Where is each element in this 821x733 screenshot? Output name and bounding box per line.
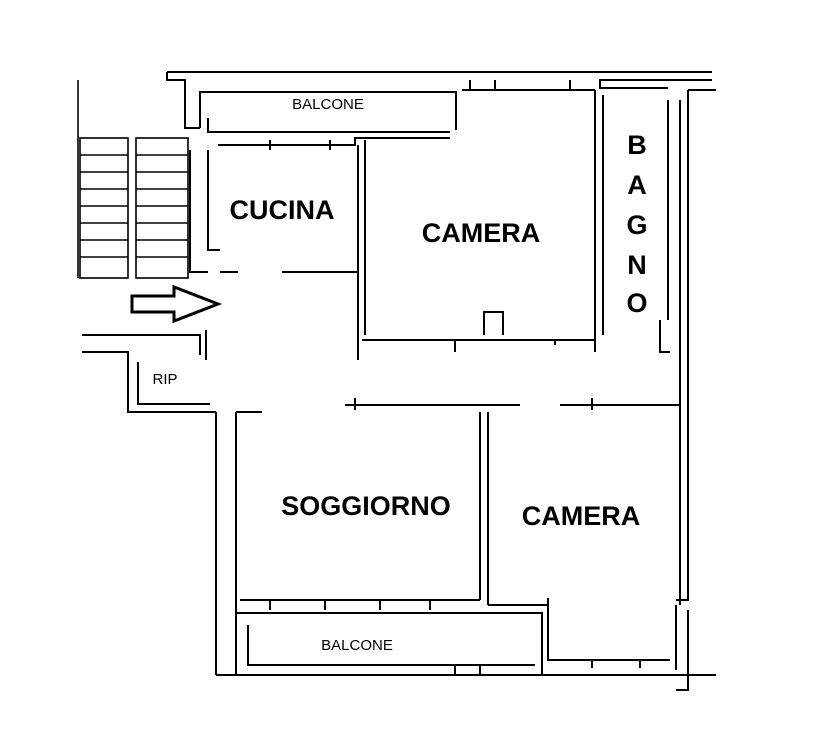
bagno-letter-g: G [626, 210, 647, 240]
bagno-letter-n: N [627, 250, 647, 280]
cucina-label: CUCINA [230, 195, 335, 225]
camera-top-label: CAMERA [422, 218, 541, 248]
bagno-letter-b: B [627, 130, 647, 160]
entrance-arrow-icon [130, 284, 223, 324]
staircase [77, 80, 189, 279]
bagno-letter-a: A [627, 170, 647, 200]
interior-walls [218, 90, 680, 610]
camera-bottom-label: CAMERA [522, 501, 641, 531]
rip-label: RIP [152, 371, 177, 388]
outer-walls [82, 71, 716, 691]
soggiorno-label: SOGGIORNO [281, 491, 451, 521]
balcone-bottom-label: BALCONE [321, 637, 393, 654]
balcone-top-label: BALCONE [292, 96, 364, 113]
bagno-letter-o: O [626, 288, 647, 318]
